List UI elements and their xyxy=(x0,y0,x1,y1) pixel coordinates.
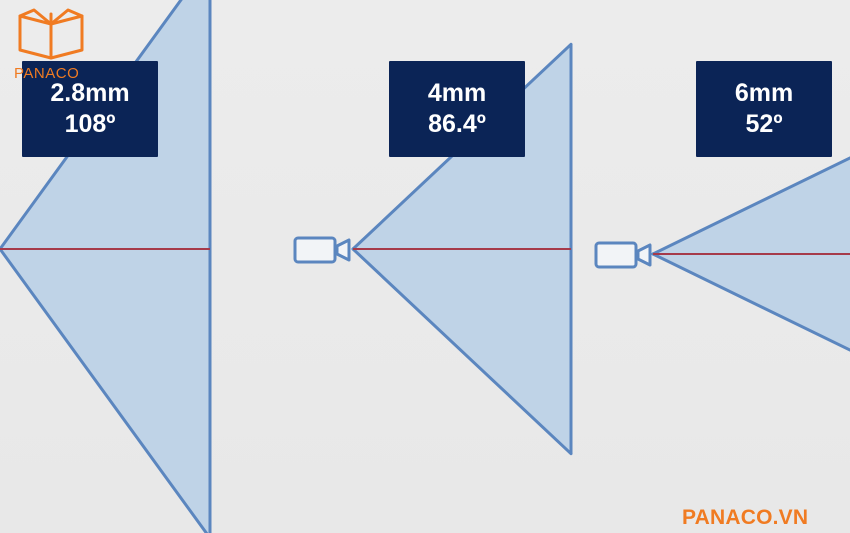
website-url: PANACO.VN xyxy=(682,506,809,529)
camera-icon xyxy=(293,236,351,264)
lens-angle: 86.4º xyxy=(428,110,486,138)
camera-body xyxy=(594,241,638,269)
fov-6mm-edge-top xyxy=(651,156,850,256)
brand-name: PANACO xyxy=(14,65,80,82)
camera-body xyxy=(293,236,337,264)
camera-lens xyxy=(335,238,351,262)
brand-logo: PANACO xyxy=(8,8,94,84)
lens-focal-length: 4mm xyxy=(427,78,487,107)
fov-2-8mm-edge-bottom xyxy=(0,247,209,533)
camera-icon xyxy=(594,241,652,269)
lens-label-4mm: 4mm 86.4º xyxy=(389,61,525,157)
lens-focal-length: 6mm xyxy=(734,78,794,107)
lens-angle: 108º xyxy=(64,110,116,138)
lens-angle: 52º xyxy=(745,110,783,138)
fov-4mm-edge-bottom xyxy=(351,247,573,456)
open-book-icon xyxy=(18,8,84,60)
lens-label-6mm: 6mm 52º xyxy=(696,61,832,157)
lens-focal-length: 2.8mm xyxy=(50,78,130,107)
camera-lens xyxy=(636,243,652,267)
lens-label-2-8mm: 2.8mm 108º xyxy=(22,61,158,157)
fov-6mm-edge-bottom xyxy=(651,252,850,352)
